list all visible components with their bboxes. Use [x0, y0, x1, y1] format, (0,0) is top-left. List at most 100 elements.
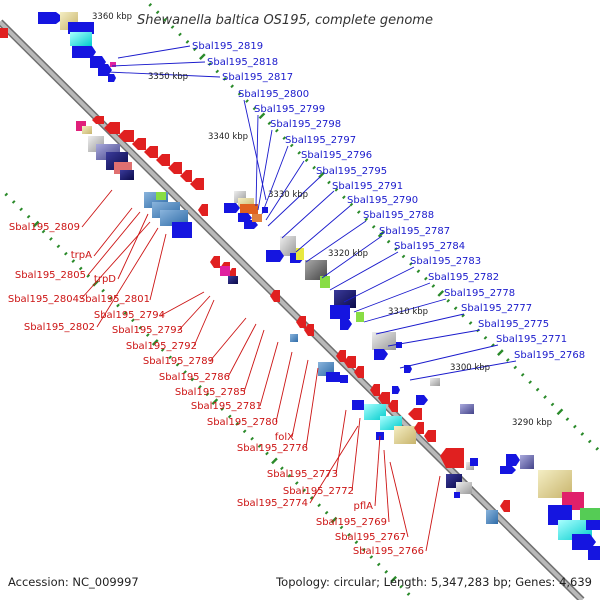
- tick-mark: [235, 422, 240, 426]
- gene-label: Sbal195_2818: [207, 57, 278, 68]
- tick-mark: [49, 237, 53, 241]
- forward-leader-line: [265, 160, 305, 221]
- gene-label: Sbal195_2767: [335, 532, 406, 543]
- forward-leader-line: [117, 45, 191, 59]
- tick-mark: [401, 254, 406, 259]
- gene-label: Sbal195_2766: [353, 546, 424, 557]
- tick-mark: [573, 424, 577, 429]
- reverse-leader-line: [96, 227, 159, 328]
- tick-mark: [468, 321, 473, 325]
- topology-summary: Topology: circular; Length: 5,347,283 bp…: [275, 575, 592, 589]
- tick-mark: [580, 432, 585, 436]
- forward-leader-line: [399, 344, 499, 369]
- gene-label: Sbal195_2788: [363, 210, 434, 221]
- tick-mark: [280, 466, 284, 471]
- reverse-leader-line: [209, 317, 247, 362]
- tick-mark: [265, 451, 269, 456]
- tick-mark: [294, 481, 299, 485]
- tick-mark: [116, 303, 120, 308]
- gene-label: Sbal195_2780: [207, 417, 278, 428]
- forward-genes: [0, 12, 600, 560]
- gene-label: Sbal195_2777: [461, 303, 532, 314]
- gene-label: Sbal195_2804: [8, 294, 79, 305]
- tick-mark: [170, 25, 175, 29]
- gene-label: Sbal195_2778: [444, 288, 515, 299]
- tick-mark: [446, 298, 451, 303]
- kbp-label: 3290 kbp: [512, 418, 552, 428]
- forward-leader-line: [343, 266, 415, 303]
- tick-mark: [258, 112, 266, 120]
- tick-mark: [317, 503, 321, 508]
- forward-leader-line: [255, 114, 259, 207]
- reverse-gene-labels: Sbal195_2809 trpA Sbal195_2805 trpD Sbal…: [8, 222, 424, 557]
- tick-mark: [32, 220, 40, 228]
- tick-mark: [587, 439, 592, 444]
- tick-mark: [556, 408, 564, 416]
- gene-label: Sbal195_2787: [379, 226, 450, 237]
- tick-mark: [483, 335, 488, 340]
- tick-mark: [86, 274, 91, 278]
- gene-label: Sbal195_2776: [237, 443, 308, 454]
- tick-mark: [220, 407, 225, 411]
- forward-leader-line: [111, 61, 206, 67]
- gene-label: Sbal195_2801: [79, 294, 150, 305]
- tick-mark: [424, 276, 428, 281]
- tick-mark: [230, 84, 234, 89]
- tick-mark: [271, 457, 278, 465]
- tick-mark: [168, 355, 172, 360]
- gene-label: Sbal195_2785: [175, 387, 246, 398]
- forward-leader-line: [321, 235, 383, 279]
- tick-mark: [431, 284, 436, 288]
- tick-mark: [205, 392, 210, 397]
- tick-mark: [461, 313, 465, 318]
- tick-mark: [282, 136, 287, 140]
- reverse-leader-line: [177, 295, 211, 332]
- gene-features: [0, 12, 600, 560]
- tick-mark: [595, 446, 600, 451]
- reverse-genes: [76, 116, 510, 524]
- forward-leader-line: [305, 220, 367, 263]
- tick-mark: [513, 365, 518, 370]
- tick-mark: [497, 349, 504, 356]
- tick-mark: [356, 210, 361, 214]
- tick-mark: [330, 516, 338, 524]
- tick-mark: [19, 207, 23, 212]
- forward-gene-labels: Sbal195_2819 Sbal195_2818 Sbal195_2817 S…: [192, 41, 585, 361]
- reverse-leader-line: [227, 323, 257, 378]
- reverse-leader-line: [117, 213, 149, 280]
- forward-leader-line: [281, 190, 335, 239]
- tick-mark: [252, 106, 257, 111]
- forward-leader-line: [375, 313, 465, 335]
- tick-mark: [183, 370, 187, 374]
- tick-mark: [101, 288, 105, 293]
- gene-label: Sbal195_2793: [112, 325, 183, 336]
- tick-mark: [453, 306, 458, 311]
- tick-mark: [198, 385, 202, 389]
- tick-mark: [267, 121, 272, 126]
- tick-mark: [318, 171, 325, 179]
- reverse-leader-line: [275, 351, 293, 423]
- kbp-label: 3330 kbp: [268, 190, 308, 200]
- tick-mark: [175, 362, 180, 367]
- tick-mark: [178, 32, 182, 37]
- tick-mark: [384, 570, 389, 574]
- gene-label: Sbal195_2800: [238, 89, 309, 100]
- forward-leader-line: [363, 298, 447, 323]
- tick-mark: [377, 230, 385, 238]
- tick-mark: [297, 151, 302, 155]
- forward-leader-line: [107, 71, 221, 78]
- gene-label: Sbal195_2781: [191, 401, 262, 412]
- tick-mark: [309, 496, 314, 500]
- gene-label: Sbal195_2797: [285, 135, 356, 146]
- map-title: Shewanella baltica OS195, complete genom…: [137, 13, 433, 28]
- gene-label: Sbal195_2794: [94, 310, 165, 321]
- forward-leader-line: [409, 360, 517, 381]
- reverse-leader-line: [351, 417, 361, 492]
- tick-mark: [376, 562, 381, 567]
- gene-label: Sbal195_2819: [192, 41, 263, 52]
- tick-mark: [409, 261, 413, 266]
- gene-label: Sbal195_2809: [9, 222, 80, 233]
- reverse-leader-line: [159, 291, 205, 317]
- tick-mark: [26, 214, 31, 219]
